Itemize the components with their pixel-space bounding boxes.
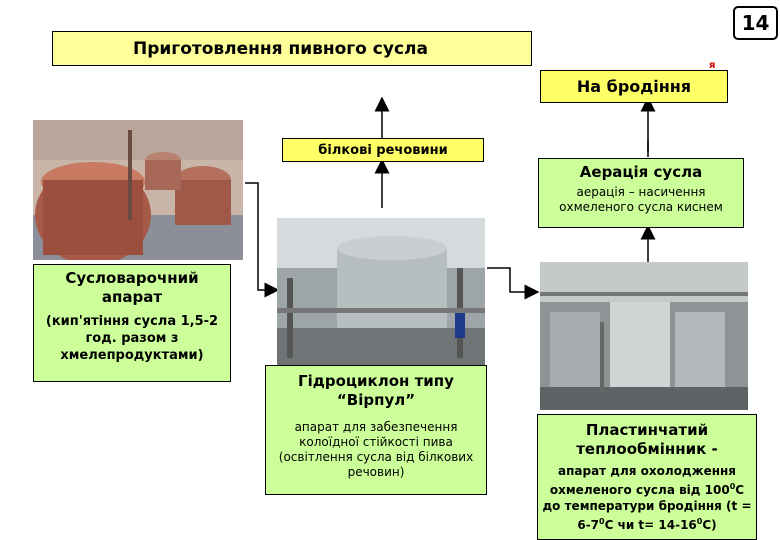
heat-exchanger-photo (540, 262, 748, 410)
heat-exchanger-image (540, 262, 748, 410)
wort-boiler-title: Сусловарочний апарат (65, 269, 199, 306)
page-number: 14 (733, 6, 778, 40)
stray-mark: я (709, 60, 716, 71)
heat-exchanger-title: Пластинчатий теплообмінник - (576, 421, 718, 458)
diagram-title: Приготовлення пивного сусла (52, 31, 532, 66)
whirlpool-title: Гідроциклон типу “Вірпул” (298, 372, 454, 409)
brewhouse-image (33, 120, 243, 260)
brewhouse-photo (33, 120, 243, 260)
heat-exchanger-desc: апарат для охолодження охмеленого сусла … (542, 464, 752, 532)
aeration-desc: аерація – насичення охмеленого сусла кис… (559, 185, 723, 214)
whirlpool-desc: апарат для забезпечення колоїдної стійко… (278, 420, 474, 479)
wort-boiler-box: Сусловарочний апарат (кип'ятіння сусла 1… (33, 264, 231, 382)
arrow-whirlpool-to-exchanger (487, 267, 540, 300)
whirlpool-photo (277, 218, 485, 368)
whirlpool-image (277, 218, 485, 368)
wort-boiler-desc: (кип'ятіння сусла 1,5-2 год. разом з хме… (45, 314, 219, 363)
whirlpool-box: Гідроциклон типу “Вірпул” апарат для заб… (265, 365, 487, 495)
aeration-box: Аерація сусла аерація – насичення охмеле… (538, 158, 744, 228)
proteins-box: білкові речовини (282, 138, 484, 162)
to-fermentation-box: На бродіння (540, 70, 728, 103)
arrow-boiler-to-whirlpool (245, 182, 280, 298)
heat-exchanger-box: Пластинчатий теплообмінник - апарат для … (537, 414, 757, 540)
aeration-title: Аерація сусла (579, 163, 703, 181)
